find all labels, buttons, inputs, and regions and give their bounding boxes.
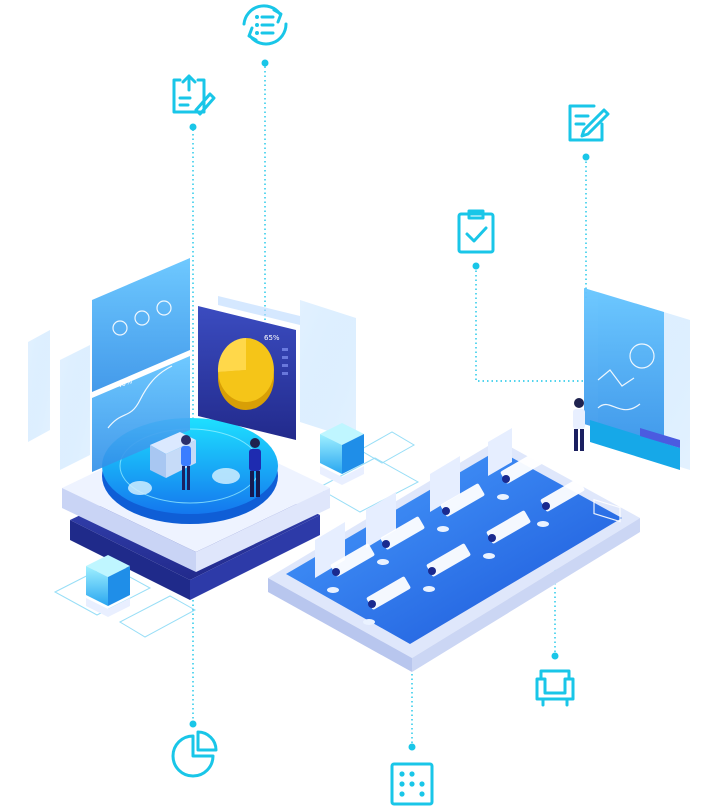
- phone-screen: [286, 450, 622, 644]
- office-chairs: [327, 494, 549, 625]
- grid-dots-icon: [390, 762, 434, 806]
- office-workers: [332, 475, 550, 608]
- phone-office-platform: [268, 428, 640, 672]
- pie-chart-percent: 65%: [264, 334, 280, 342]
- leader-line-clipboard: [475, 266, 586, 382]
- phone-home-button: [571, 462, 589, 472]
- armchair-icon: [535, 669, 575, 707]
- office-workstations: [330, 450, 585, 610]
- dashboard-panel-bottom: [92, 356, 190, 472]
- pie-chart-icon: [171, 730, 218, 778]
- clipboard-check-icon: [457, 209, 495, 254]
- admin-platform: 40% 管理后台 65%: [28, 242, 420, 638]
- pie-chart-graphic: [217, 337, 274, 410]
- glass-cube-right: [320, 423, 364, 485]
- edit-note-icon: [568, 104, 610, 142]
- user-screen-panel: [584, 288, 664, 448]
- document-upload-icon: [172, 74, 216, 116]
- glass-panel-far-left: [28, 330, 50, 442]
- person-woman: [181, 435, 191, 490]
- user-side-screen: 用户端: [573, 273, 690, 523]
- person-man: [249, 438, 261, 497]
- glass-cube-left: [86, 555, 130, 617]
- glass-panel-right: [300, 300, 356, 440]
- presenter-person: [573, 398, 585, 451]
- list-sync-icon: [242, 4, 288, 46]
